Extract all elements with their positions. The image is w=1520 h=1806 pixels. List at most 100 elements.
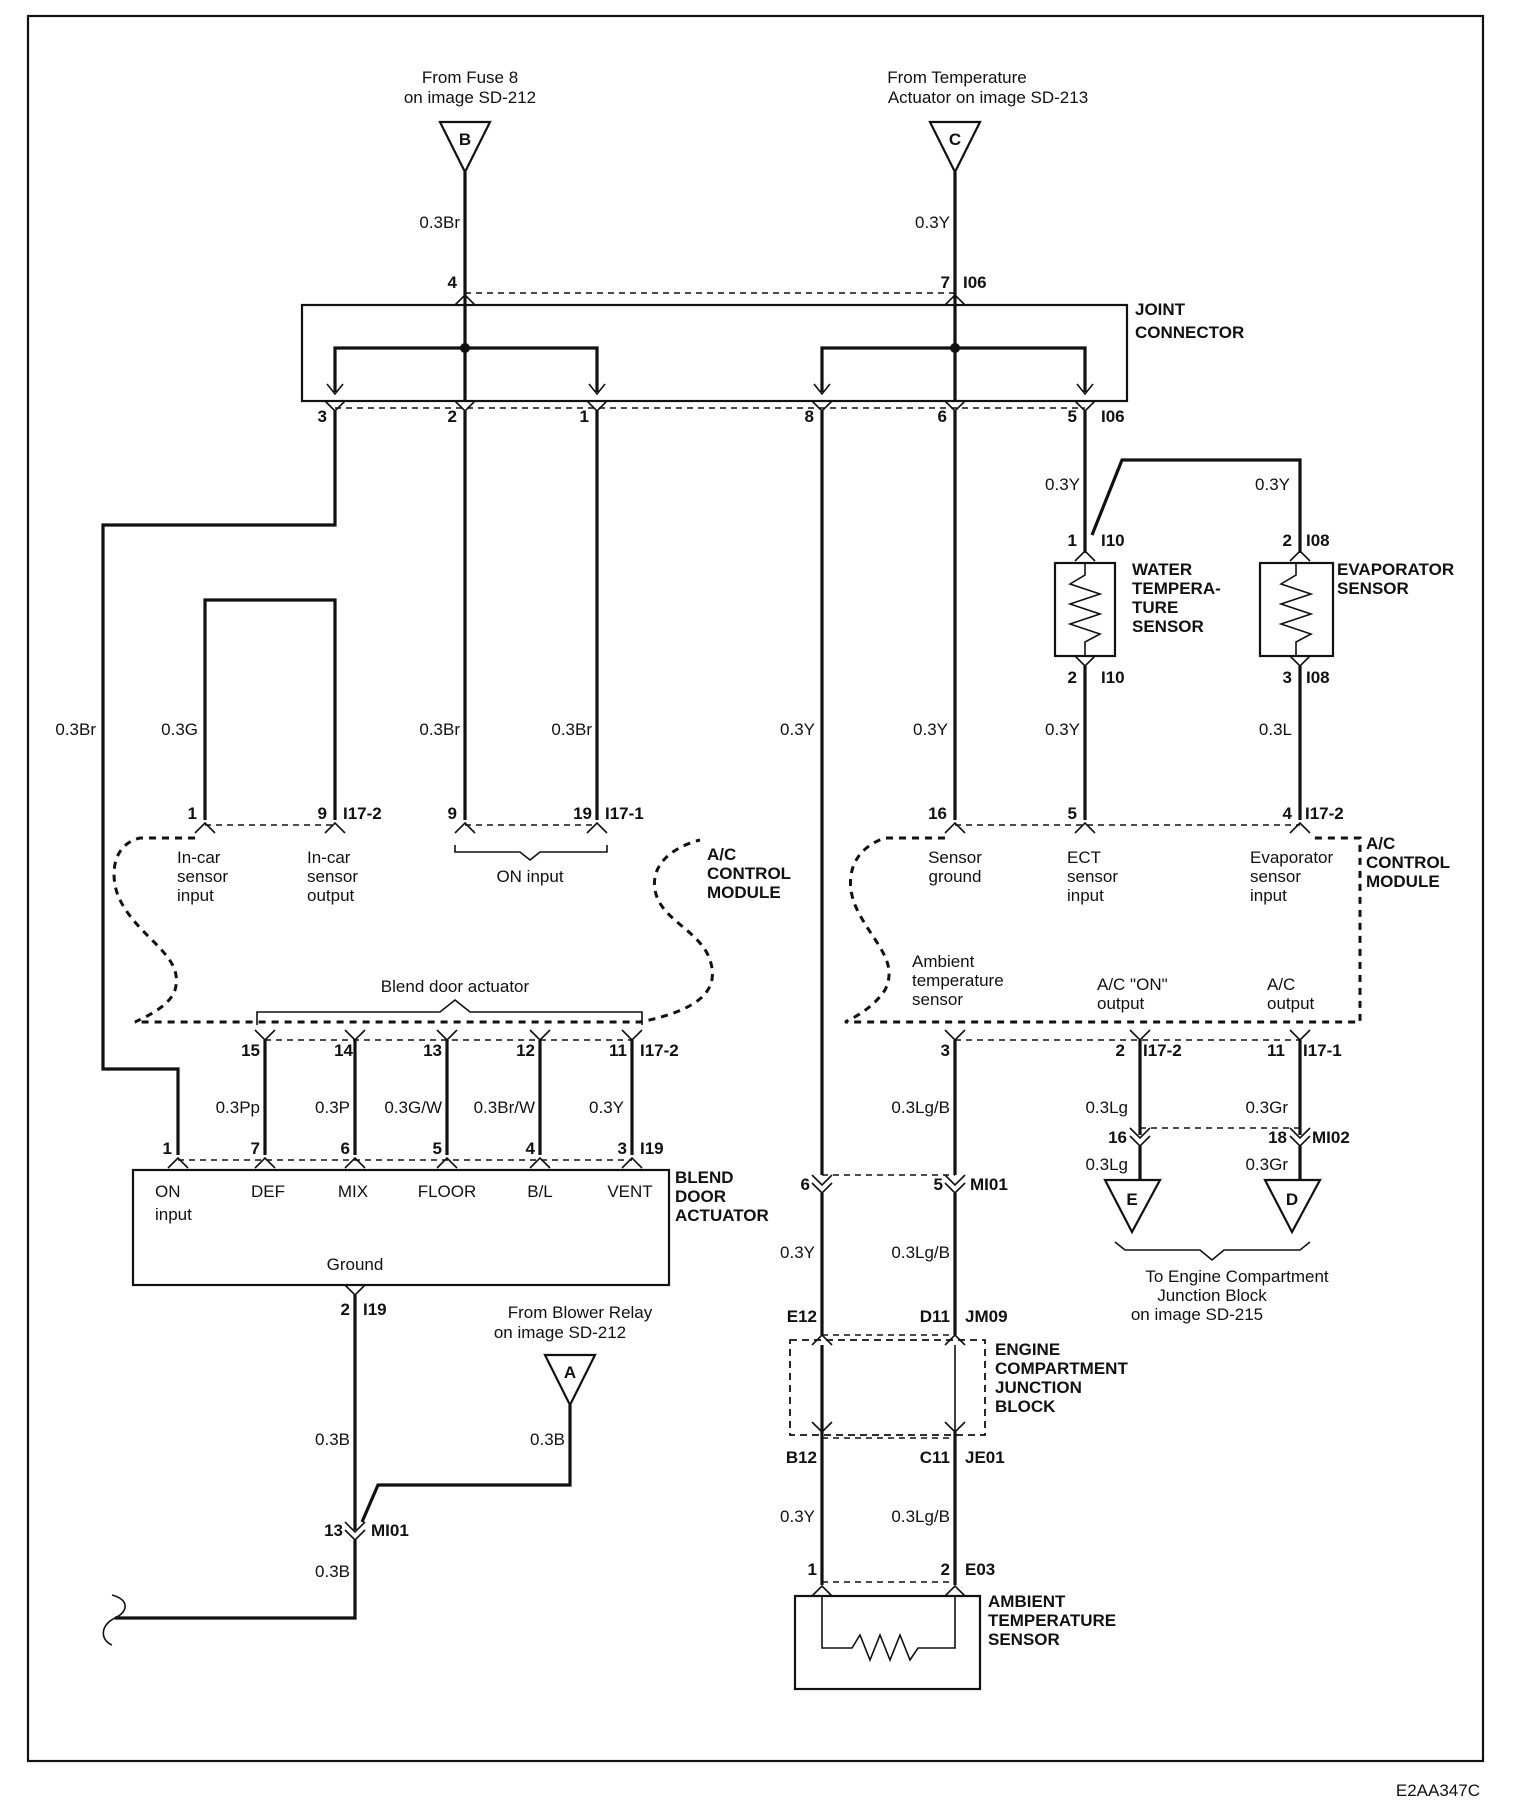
jc-name-2: CONNECTOR [1135, 323, 1244, 342]
blend-label-def: DEF [251, 1182, 285, 1201]
incar-in-2: sensor [177, 867, 228, 886]
water-name-1: WATER [1132, 560, 1192, 579]
ejb-name-4: BLOCK [995, 1397, 1056, 1416]
blend-pin-4: 4 [526, 1139, 536, 1158]
acm-right-name-2: CONTROL [1366, 853, 1450, 872]
diagram-frame [26, 14, 1485, 1763]
source-b-line2: on image SD-212 [404, 88, 536, 107]
wire-label-amb-mid: 0.3Lg/B [891, 1098, 950, 1117]
acm-pin-5: 5 [1068, 804, 1077, 823]
mi01-pin-13: 13 [324, 1521, 343, 1540]
wire-label-lgb-mid: 0.3Lg/B [891, 1243, 950, 1262]
acm-left-name-3: MODULE [707, 883, 781, 902]
acm-pin-12: 12 [516, 1041, 535, 1060]
acon-label-2: output [1097, 994, 1145, 1013]
acm-pin-9b: 9 [448, 804, 457, 823]
ect-label-2: sensor [1067, 867, 1118, 886]
blend-label-floor: FLOOR [418, 1182, 477, 1201]
acm-code-i17-2-right: I17-2 [1305, 804, 1344, 823]
mi02-pin-18: 18 [1268, 1128, 1287, 1147]
ambient-label-3: sensor [912, 990, 963, 1009]
mi01-pin-6: 6 [801, 1175, 810, 1194]
jc-internal-arrows [326, 383, 1094, 396]
wire-incar-loop [203, 598, 337, 820]
water-code-bottom: I10 [1101, 668, 1125, 687]
engine-block-brace [1114, 1241, 1311, 1262]
source-d-letter: D [1286, 1190, 1298, 1209]
acm-code-i17-2-bottom: I17-2 [1143, 1041, 1182, 1060]
wire-label-c-feed: 0.3Y [915, 213, 950, 232]
wire-label-y-mid: 0.3Y [780, 1243, 815, 1262]
wire-label-y-low: 0.3Y [780, 1507, 815, 1526]
blend-pin-5: 5 [433, 1139, 442, 1158]
acm-left-name-1: A/C [707, 845, 736, 864]
ground-wire-break [102, 1594, 126, 1646]
jc-pin-1: 1 [580, 407, 589, 426]
blend-name-3: ACTUATOR [675, 1206, 769, 1225]
acm-pin-19: 19 [573, 804, 592, 823]
mi01-code-ground: MI01 [371, 1521, 409, 1540]
source-a-triangle [543, 1353, 597, 1408]
wire-label-left-long: 0.3Br [55, 720, 96, 739]
ejb-pin-c11: C11 [920, 1448, 950, 1467]
water-terminal-bottom [1074, 655, 1096, 668]
mi02-code: MI02 [1312, 1128, 1350, 1147]
wire-label-def: 0.3Pp [216, 1098, 260, 1117]
jc-pin-2: 2 [448, 407, 457, 426]
wire-label-sg: 0.3Y [913, 720, 948, 739]
wire-label-water-top: 0.3Y [1045, 475, 1080, 494]
ejb-code-bottom: JE01 [965, 1448, 1005, 1467]
acm-pin-11: 11 [609, 1041, 627, 1060]
acm-right-bottom-terminals [944, 1029, 1311, 1042]
wire-label-on1: 0.3Br [419, 720, 460, 739]
water-name-3: TURE [1132, 598, 1178, 617]
jc-code-top: I06 [963, 273, 987, 292]
ambient-label-1: Ambient [912, 952, 975, 971]
acm-right-boundary [844, 836, 1362, 1024]
source-d-triangle [1263, 1178, 1322, 1235]
evap-code-top: I08 [1306, 531, 1330, 550]
acm-left-top-terminals [194, 821, 608, 834]
wire-label-acout1: 0.3Gr [1245, 1098, 1288, 1117]
source-c-line1: From Temperature [887, 68, 1027, 87]
amb-name-1: AMBIENT [988, 1592, 1066, 1611]
acm-left-name-2: CONTROL [707, 864, 791, 883]
acm-right-top-terminals [944, 821, 1311, 834]
amb-pin-2: 2 [941, 1560, 950, 1579]
jc-pin-4: 4 [448, 273, 458, 292]
blend-door-label: Blend door actuator [381, 977, 530, 996]
ambient-sensor-box [793, 1594, 982, 1691]
water-terminal-top [1074, 549, 1096, 562]
wire-label-acout2: 0.3Gr [1245, 1155, 1288, 1174]
acm-pin-2: 2 [1116, 1041, 1125, 1060]
jc-pin-5: 5 [1068, 407, 1077, 426]
blend-ground-terminal [344, 1284, 366, 1297]
blend-name-2: DOOR [675, 1187, 726, 1206]
acm-left-boundary [112, 836, 714, 1024]
acm-pin-16: 16 [928, 804, 947, 823]
mi01-code: MI01 [970, 1175, 1008, 1194]
evap-terminal-top [1289, 549, 1311, 562]
wire-left-long [101, 411, 337, 1155]
figure-code: E2AA347C [1396, 1781, 1480, 1800]
acm-pin-15: 15 [241, 1041, 260, 1060]
ejb-code-top: JM09 [965, 1307, 1008, 1326]
wire-label-evap: 0.3L [1259, 720, 1292, 739]
blend-pin-3: 3 [618, 1139, 627, 1158]
ejb-name-3: JUNCTION [995, 1378, 1082, 1397]
blend-label-vent: VENT [607, 1182, 652, 1201]
ejb-terminals [811, 1333, 966, 1434]
acm-pin-3: 3 [941, 1041, 950, 1060]
water-sensor-resistor [1067, 563, 1103, 656]
joint-connector-box [300, 303, 1129, 403]
blend-pin-6: 6 [341, 1139, 350, 1158]
incar-out-2: sensor [307, 867, 358, 886]
sg-label-2: ground [929, 867, 982, 886]
evap-label-1: Evaporator [1250, 848, 1333, 867]
wire-ground2 [115, 1540, 357, 1620]
acm-code-i17-1-bottom: I17-1 [1303, 1041, 1342, 1060]
jc-top-terminal-4 [454, 293, 476, 306]
wire-label-y8: 0.3Y [780, 720, 815, 739]
amb-pin-1: 1 [808, 1560, 817, 1579]
